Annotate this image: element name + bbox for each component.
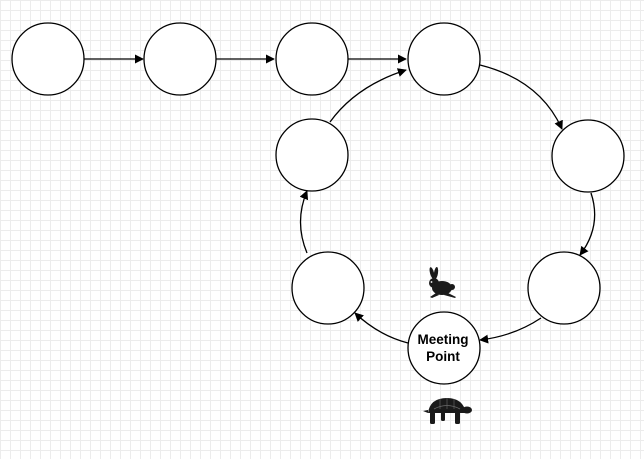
list-node-1 (11, 22, 85, 96)
meeting-point-label-line2: Point (426, 349, 460, 364)
rabbit-icon (429, 267, 456, 298)
meeting-point-node (407, 311, 481, 385)
tortoise-icon (423, 398, 472, 424)
list-node-3 (275, 22, 349, 96)
edge-n5-n6 (579, 192, 596, 256)
list-node-6 (527, 251, 601, 325)
list-node-8 (291, 251, 365, 325)
edge-n8-n9 (299, 190, 309, 254)
list-node-2 (143, 22, 217, 96)
list-node-5 (551, 119, 625, 193)
edges (84, 54, 596, 344)
meeting-point-label-line1: Meeting (417, 332, 468, 347)
edge-n6-meeting (479, 317, 542, 344)
list-node-9 (275, 118, 349, 192)
edge-n4-n5 (479, 64, 563, 130)
list-node-4-cycle-entry (407, 22, 481, 96)
edge-n9-n4 (329, 68, 407, 123)
nodes: Meeting Point (11, 22, 625, 385)
edge-meeting-n8 (354, 312, 409, 344)
